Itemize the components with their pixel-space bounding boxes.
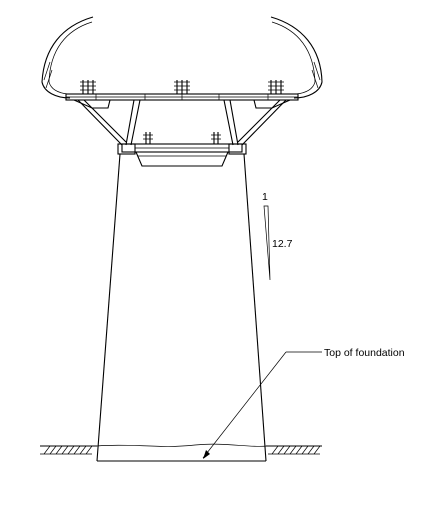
bolt-group-center [174,80,190,94]
foundation-label: Top of foundation [324,347,405,359]
deck-crossarm [41,16,323,167]
center-box [135,151,229,167]
right-inner-shell [271,21,316,95]
ground-hatch-right [266,445,322,455]
leader-arrowhead [203,450,210,459]
cap-beam [121,143,243,153]
bolt-group-right [268,80,284,94]
column-base-line [96,443,268,447]
left-outer-shell [41,16,94,99]
slope-run-label: 12.7 [272,238,293,250]
tapered-column [96,153,268,462]
left-outer-strut [77,99,127,146]
right-shell-rib [311,61,321,89]
foundation-callout: Top of foundation [202,347,405,459]
cap-bolts-left [143,132,153,144]
left-inner-shell [48,21,93,95]
column-right-edge [243,153,267,462]
left-shell-rib [43,61,53,89]
bolt-group-left [80,80,96,94]
ground-hatch-left [40,445,97,455]
slope-indicator: 1 12.7 [262,191,293,281]
leader-diagonal [202,351,287,459]
right-outer-shell [270,16,323,99]
column-left-edge [96,153,121,462]
left-inner-strut [125,99,141,146]
cap-bolts-right [211,132,221,144]
deck-segments [95,94,269,100]
slope-wedge [263,205,271,281]
right-inner-strut [223,99,239,146]
right-outer-strut [237,99,287,146]
slope-rise-label: 1 [262,191,268,203]
